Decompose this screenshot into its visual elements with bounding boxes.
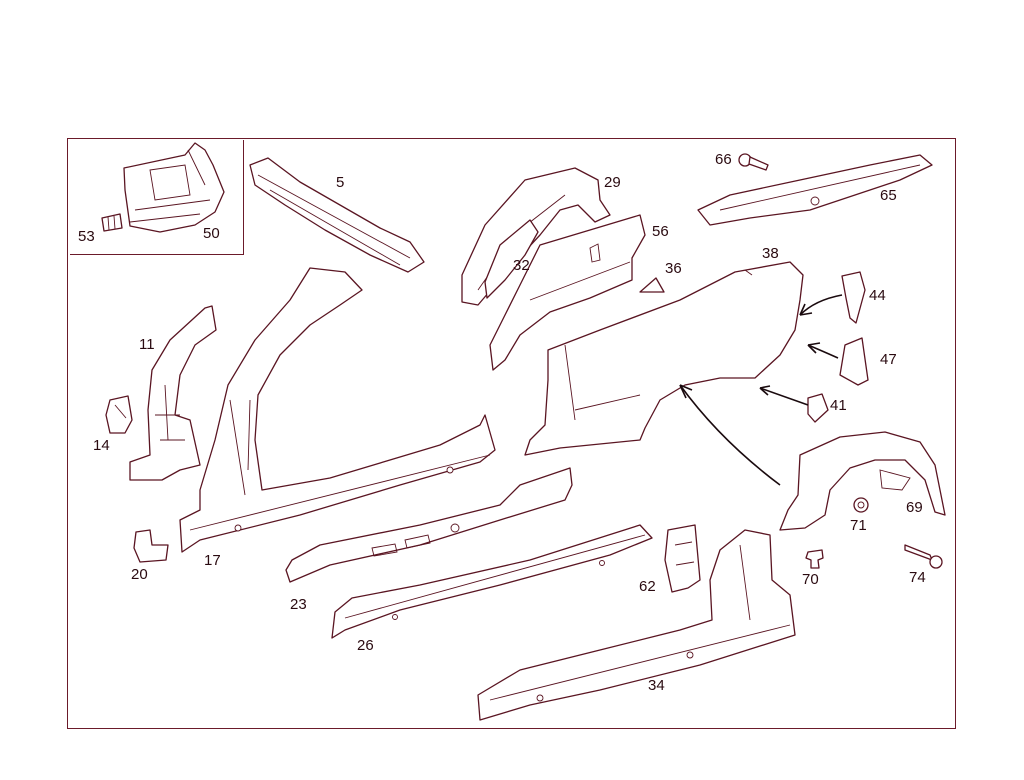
part-66: [738, 153, 769, 171]
label-66: 66: [715, 151, 732, 168]
part-11: [129, 305, 217, 481]
label-41: 41: [830, 397, 847, 414]
part-71: [853, 497, 869, 513]
label-69: 69: [906, 499, 923, 516]
label-62: 62: [639, 578, 656, 595]
label-20: 20: [131, 566, 148, 583]
label-56: 56: [652, 223, 669, 240]
part-26: [331, 524, 653, 639]
label-34: 34: [648, 677, 665, 694]
inset-frame: [70, 140, 244, 255]
part-36: [639, 277, 665, 293]
part-53: [101, 213, 123, 232]
label-14: 14: [93, 437, 110, 454]
part-5: [249, 157, 425, 273]
part-74: [904, 544, 943, 569]
diagram-frame: [67, 138, 956, 729]
part-69: [779, 431, 946, 531]
part-17: [179, 267, 496, 553]
label-29: 29: [604, 174, 621, 191]
part-50: [123, 142, 225, 233]
label-36: 36: [665, 260, 682, 277]
part-23: [285, 467, 573, 583]
label-71: 71: [850, 517, 867, 534]
label-38: 38: [762, 245, 779, 262]
label-50: 50: [203, 225, 220, 242]
part-47: [839, 337, 869, 386]
assembly-arrows: [679, 294, 843, 486]
label-32: 32: [513, 257, 530, 274]
label-47: 47: [880, 351, 897, 368]
label-70: 70: [802, 571, 819, 588]
part-32: [484, 219, 539, 299]
label-5: 5: [336, 174, 345, 191]
label-53: 53: [78, 228, 95, 245]
label-23: 23: [290, 596, 307, 613]
part-41: [807, 393, 829, 423]
part-56: [489, 214, 646, 371]
label-17: 17: [204, 552, 221, 569]
part-44: [841, 271, 866, 324]
label-74: 74: [909, 569, 926, 586]
label-26: 26: [357, 637, 374, 654]
part-14: [105, 395, 133, 434]
part-62: [664, 524, 701, 593]
part-38: [524, 261, 804, 456]
part-34: [477, 529, 796, 721]
part-70: [805, 549, 824, 569]
label-65: 65: [880, 187, 897, 204]
part-65: [697, 154, 933, 226]
label-44: 44: [869, 287, 886, 304]
part-20: [133, 529, 169, 563]
label-11: 11: [139, 336, 155, 353]
